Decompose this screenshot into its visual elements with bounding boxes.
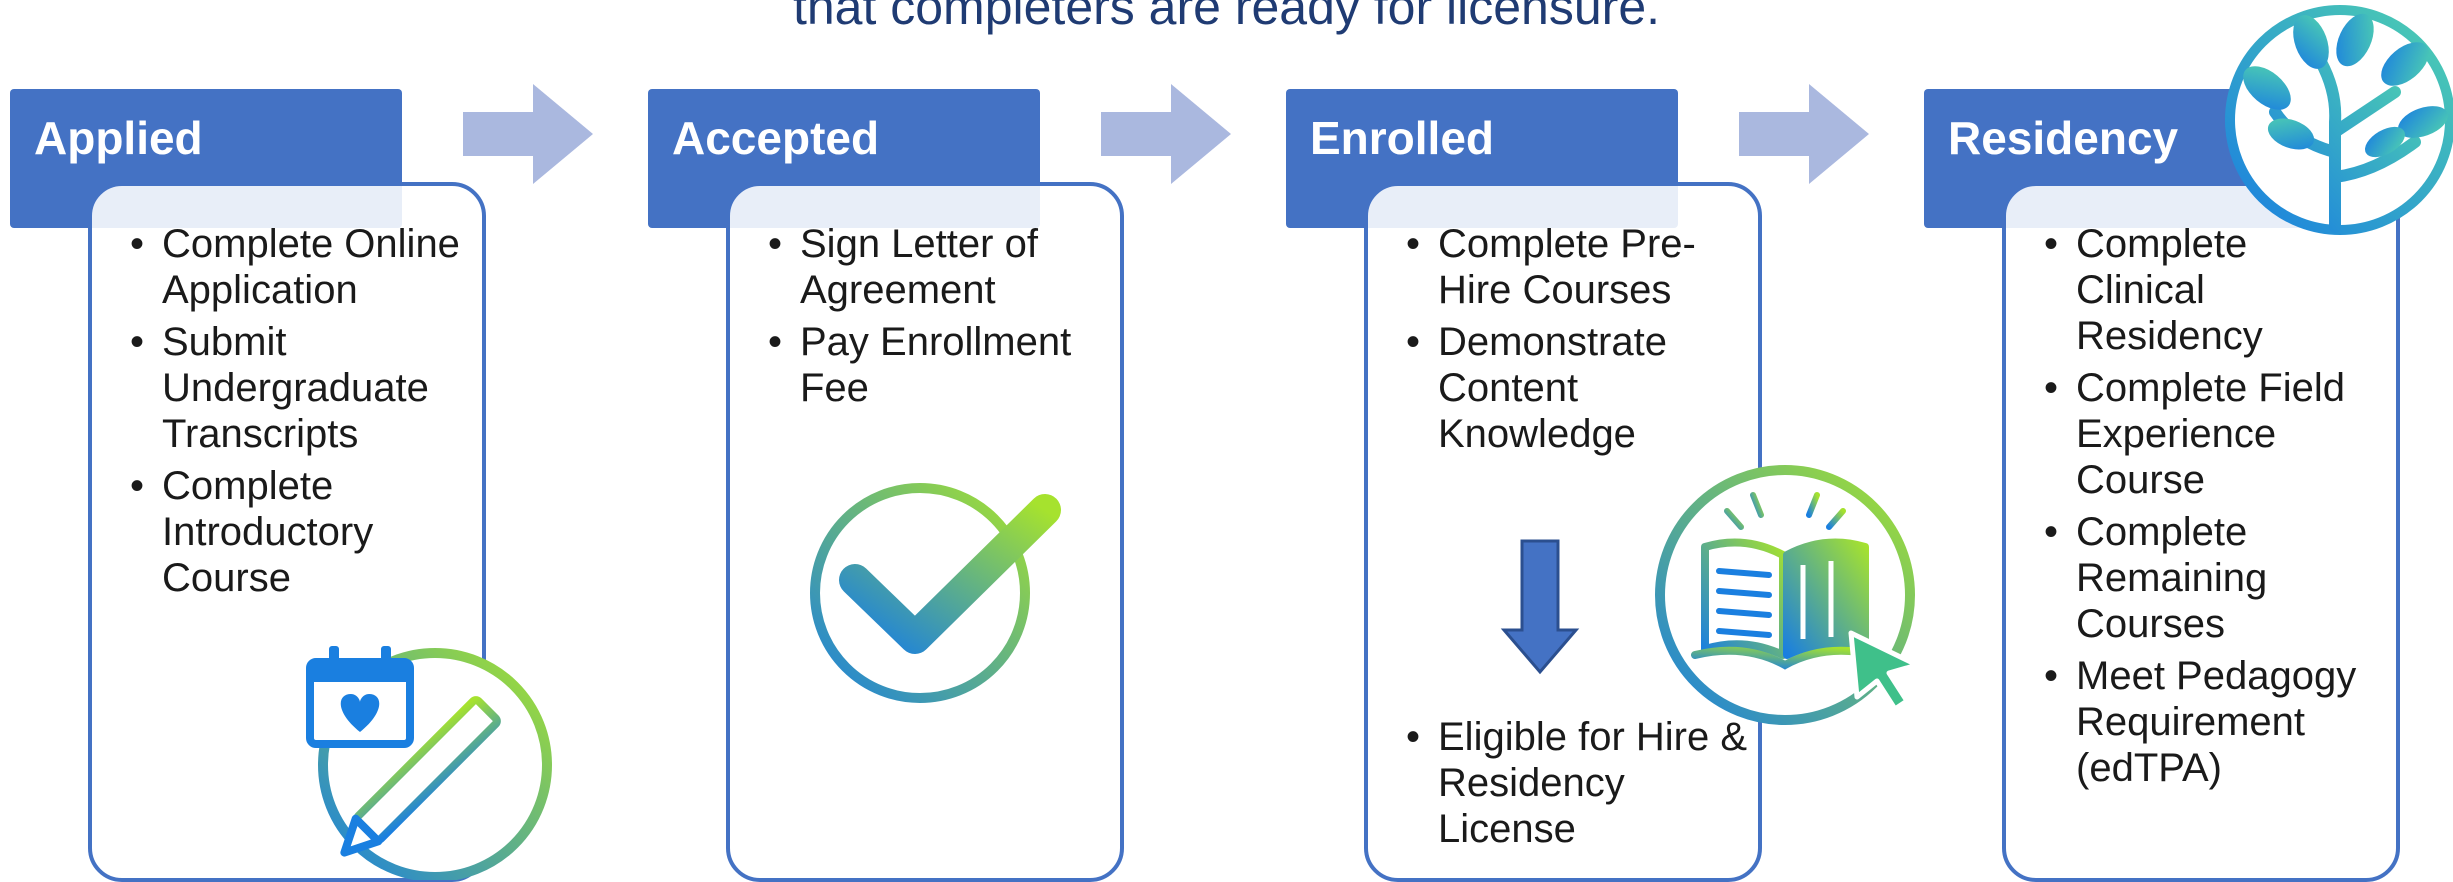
list-item: Sign Letter of Agreement (768, 221, 1110, 313)
stage-list-accepted: Sign Letter of Agreement Pay Enrollment … (768, 221, 1110, 417)
stage-list-applied: Complete Online Application Submit Under… (130, 221, 472, 607)
calendar-heart-pencil-icon (306, 646, 552, 880)
list-item: Complete Remaining Courses (2044, 509, 2386, 647)
stage-arrow (463, 84, 593, 184)
list-item: Complete Online Application (130, 221, 472, 313)
open-book-cursor-icon (1655, 465, 1920, 725)
checkmark-icon (810, 483, 1061, 703)
stage-arrow (1101, 84, 1231, 184)
stage-arrow (1739, 84, 1869, 184)
stage-card-residency: Complete Clinical Residency Complete Fie… (2002, 182, 2400, 882)
down-arrow-icon (1500, 539, 1580, 675)
list-item: Pay Enrollment Fee (768, 319, 1110, 411)
list-item: Complete Field Experience Course (2044, 365, 2386, 503)
list-item: Eligible for Hire & Residency License (1406, 714, 1748, 852)
stage-list-enrolled-result: Eligible for Hire & Residency License (1406, 714, 1748, 858)
list-item: Complete Pre-Hire Courses (1406, 221, 1748, 313)
tree-icon (2225, 5, 2453, 235)
stage-list-enrolled: Complete Pre-Hire Courses Demonstrate Co… (1406, 221, 1748, 463)
list-item: Complete Clinical Residency (2044, 221, 2386, 359)
top-caption: that completers are ready for licensure. (792, 0, 1661, 35)
stage-list-residency: Complete Clinical Residency Complete Fie… (2044, 221, 2386, 797)
list-item: Demonstrate Content Knowledge (1406, 319, 1748, 457)
list-item: Meet Pedagogy Requirement (edTPA) (2044, 653, 2386, 791)
list-item: Complete Introductory Course (130, 463, 472, 601)
list-item: Submit Undergraduate Transcripts (130, 319, 472, 457)
stage-card-accepted: Sign Letter of Agreement Pay Enrollment … (726, 182, 1124, 882)
